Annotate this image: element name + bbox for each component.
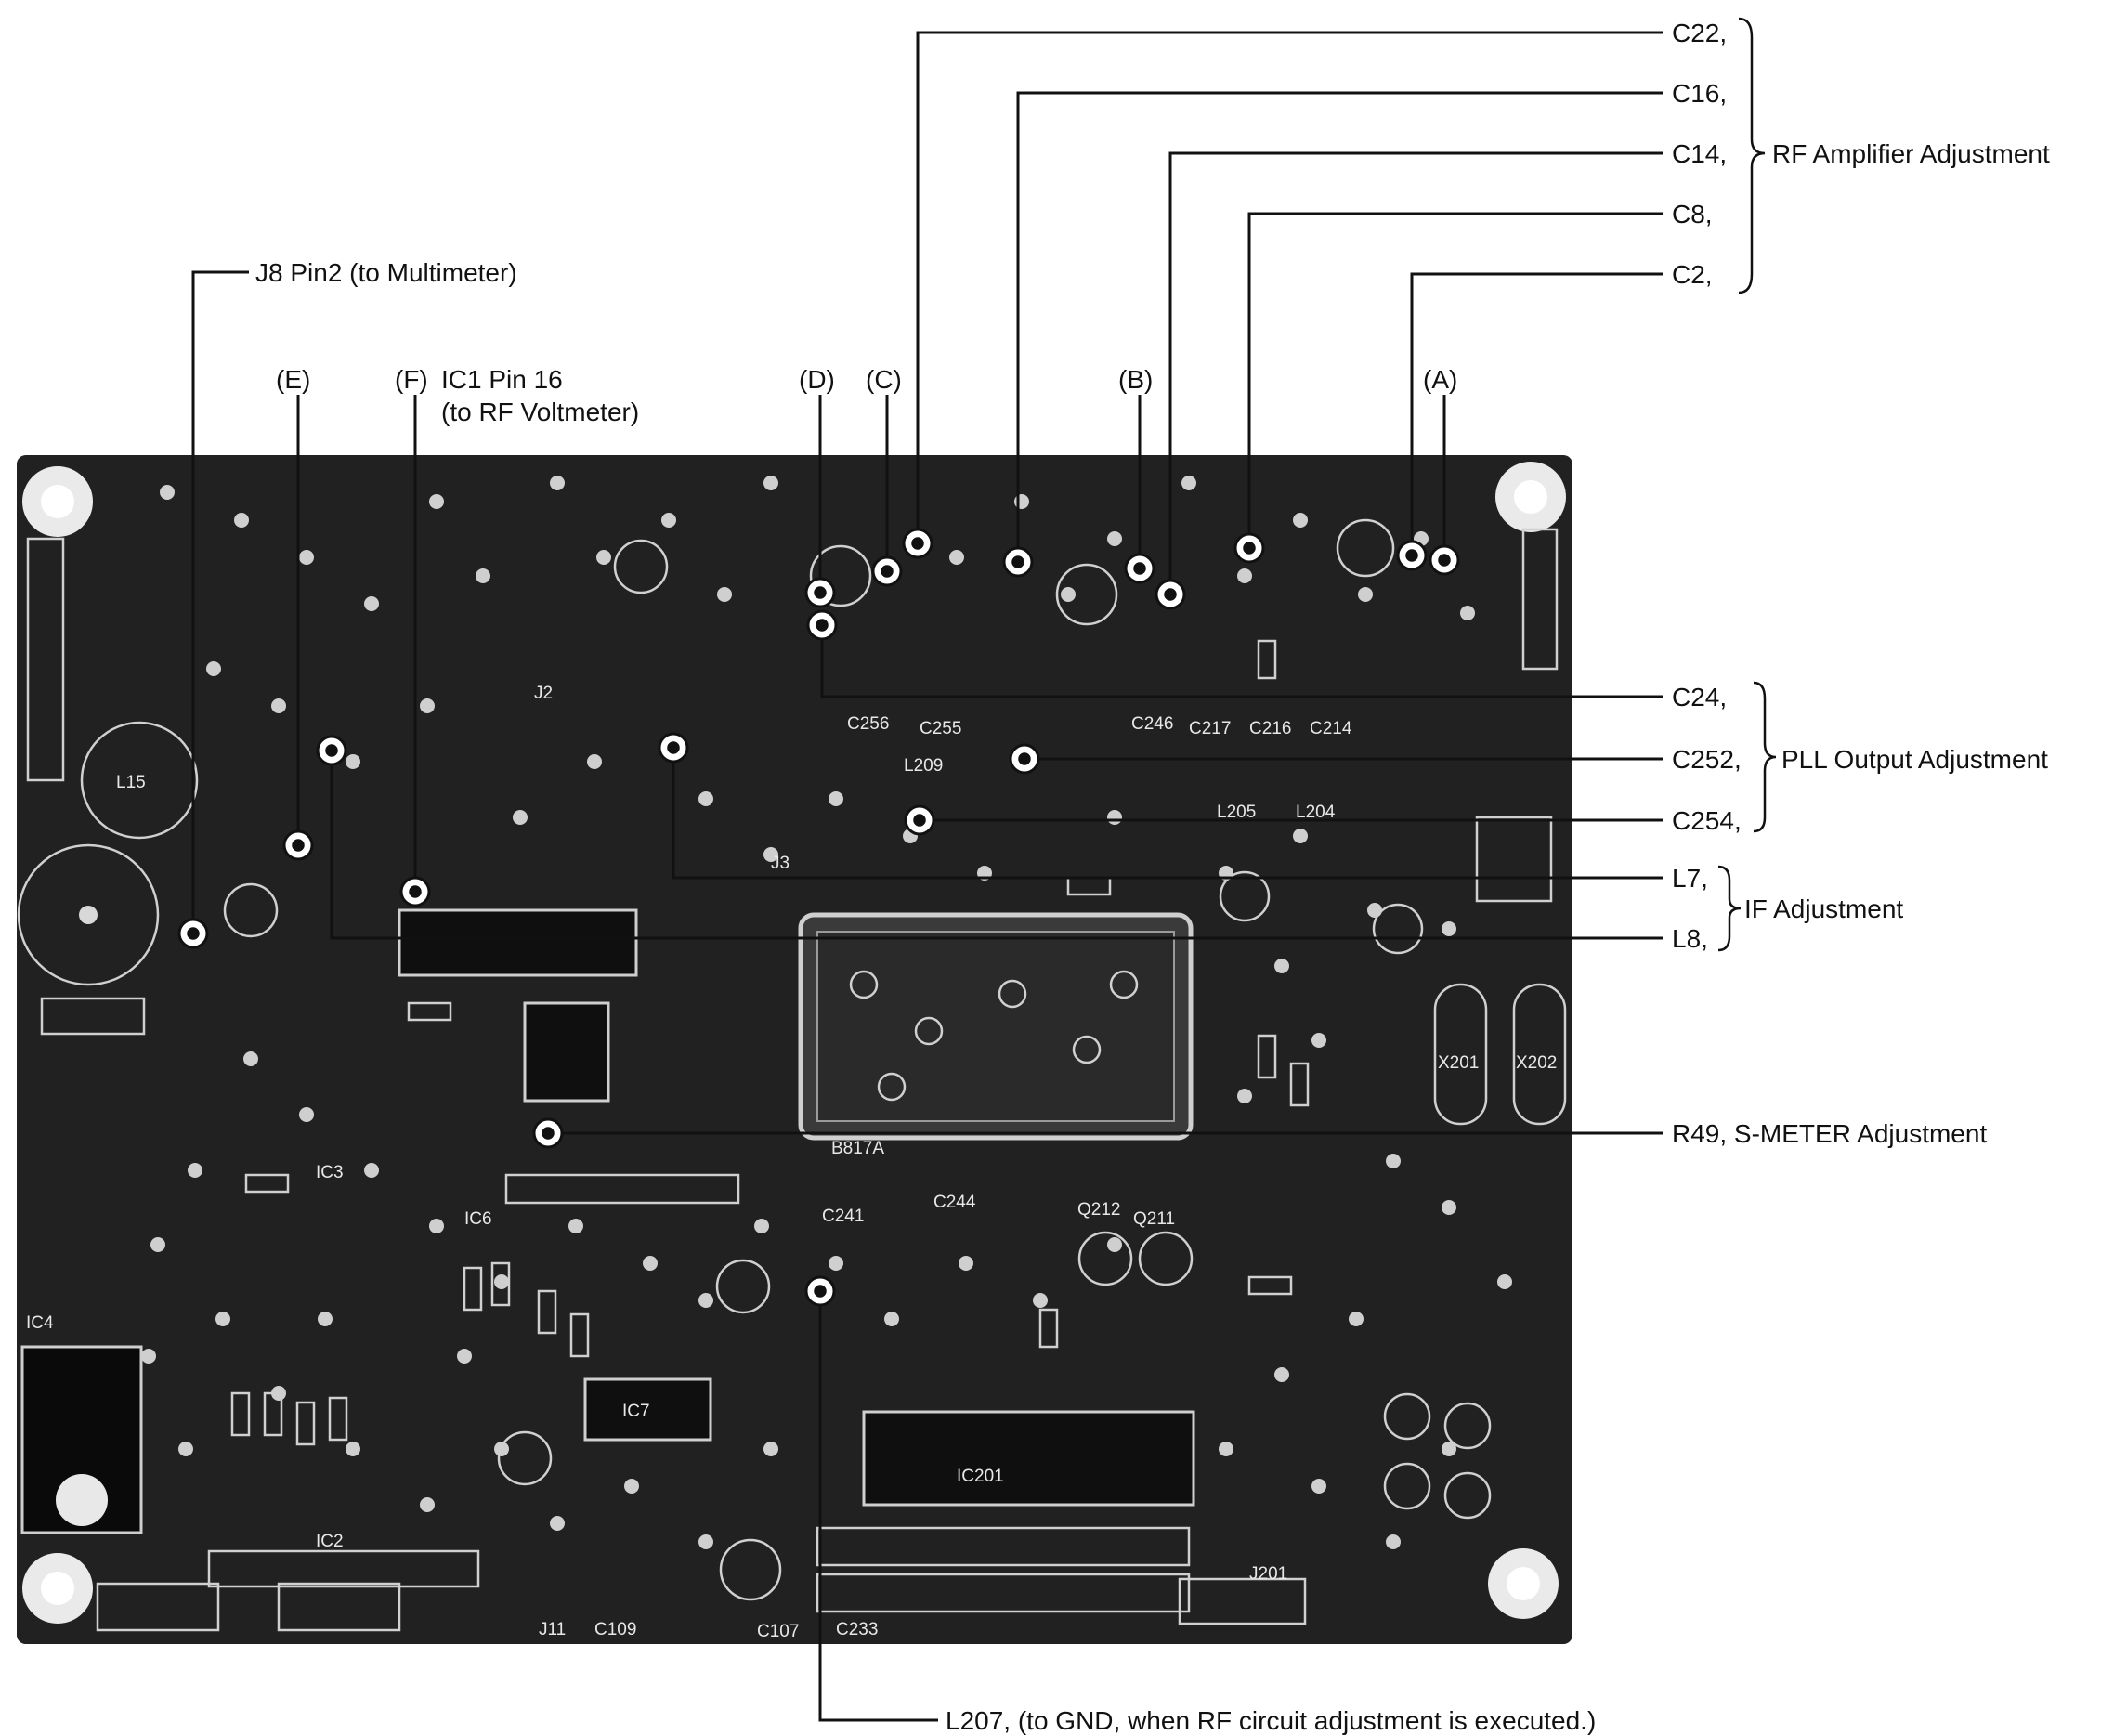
board-label-c233: C233 [836, 1620, 878, 1639]
board-label-l209: L209 [904, 756, 943, 776]
marker-b [1124, 553, 1155, 584]
board-label-j201: J201 [1249, 1564, 1287, 1584]
mounting-hole [22, 1553, 93, 1624]
marker-c24 [806, 609, 838, 641]
board-label-ic6: IC6 [464, 1209, 492, 1229]
board-label-ic3: IC3 [316, 1163, 344, 1182]
test-point-f-desc-line1: IC1 Pin 16 [441, 365, 563, 394]
callout-c2: C2, [1672, 260, 1713, 289]
board-label-c216: C216 [1249, 719, 1291, 738]
marker-l7 [658, 732, 689, 764]
marker-r49 [532, 1117, 564, 1149]
shield-module [798, 912, 1194, 1141]
marker-c2 [1396, 540, 1428, 571]
mounting-hole [22, 466, 93, 537]
ic201-chip [862, 1410, 1195, 1507]
callout-l7: L7, [1672, 864, 1708, 893]
marker-c14 [1155, 579, 1186, 610]
callout-c24: C24, [1672, 683, 1727, 711]
marker-c22 [902, 528, 933, 559]
callout-l207: L207, (to GND, when RF circuit adjustmen… [946, 1706, 1596, 1735]
silkscreen-labels: L15 IC7 IC201 IC6 IC3 IC2 IC4 J3 J2 J11 … [26, 684, 1557, 1641]
board-label-c256: C256 [847, 714, 889, 734]
board-label-c244: C244 [933, 1193, 976, 1212]
board-label-ic7: IC7 [622, 1402, 650, 1421]
group-rf-amp-label: RF Amplifier Adjustment [1772, 139, 2050, 168]
callout-c254: C254, [1672, 806, 1742, 835]
component-field [141, 476, 1512, 1549]
group-braces [1717, 17, 1777, 952]
callout-c14: C14, [1672, 139, 1727, 168]
brace-rf-amp [1738, 17, 1766, 294]
marker-j8 [177, 918, 209, 949]
test-point-c-label: (C) [866, 365, 902, 394]
board-label-q212: Q212 [1077, 1200, 1120, 1220]
brace-pll-output [1753, 681, 1777, 833]
board-label-x201: X201 [1438, 1053, 1479, 1073]
test-point-d-label: (D) [799, 365, 835, 394]
mounting-hole [1495, 462, 1566, 532]
marker-a [1429, 544, 1460, 576]
board-label-j11: J11 [539, 1620, 566, 1639]
group-if-adj-label: IF Adjustment [1744, 894, 1903, 923]
board-label-c217: C217 [1189, 719, 1231, 738]
marker-d [804, 577, 836, 608]
board-label-l204: L204 [1296, 803, 1336, 822]
marker-l8 [316, 735, 347, 766]
board-label-c255: C255 [920, 719, 961, 738]
leader-lines [191, 31, 1663, 1722]
marker-l207 [804, 1275, 836, 1307]
mounting-hole [1488, 1548, 1559, 1619]
test-point-b-label: (B) [1118, 365, 1153, 394]
callout-c8: C8, [1672, 200, 1713, 228]
callout-c16: C16, [1672, 79, 1727, 108]
board-label-j2: J2 [534, 684, 553, 703]
board-label-c214: C214 [1310, 719, 1352, 738]
test-point-f-desc-line2: (to RF Voltmeter) [441, 398, 639, 426]
marker-c252 [1009, 743, 1040, 775]
board-label-c246: C246 [1131, 714, 1173, 734]
callout-c252: C252, [1672, 745, 1742, 774]
board-label-c107: C107 [757, 1622, 799, 1641]
marker-c16 [1002, 546, 1034, 578]
transistor-outlines [223, 518, 1492, 1601]
test-point-f-label: (F) [395, 365, 428, 394]
pcb-board: L15 IC7 IC201 IC6 IC3 IC2 IC4 J3 J2 J11 … [17, 455, 1572, 1644]
group-pll-output-label: PLL Output Adjustment [1781, 745, 2048, 774]
board-label-ic2: IC2 [316, 1532, 344, 1551]
marker-c [871, 555, 903, 587]
callout-l8: L8, [1672, 924, 1708, 953]
brace-if-adj [1717, 865, 1742, 952]
board-label-l15: L15 [116, 773, 146, 792]
test-point-a-label: (A) [1423, 365, 1457, 394]
callout-r49: R49, S-METER Adjustment [1672, 1119, 1987, 1148]
callout-labels: C22, C16, C14, C8, C2, RF Amplifier Adju… [255, 19, 2050, 1735]
marker-c8 [1233, 532, 1265, 564]
board-label-c241: C241 [822, 1207, 864, 1226]
marker-f [399, 876, 431, 907]
adjustment-markers [177, 528, 1460, 1307]
marker-e [282, 829, 314, 861]
callout-c22: C22, [1672, 19, 1727, 47]
board-label-ic4: IC4 [26, 1313, 54, 1333]
test-point-e-label: (E) [276, 365, 310, 394]
board-label-l205: L205 [1217, 803, 1256, 822]
callout-j8: J8 Pin2 (to Multimeter) [255, 258, 517, 287]
board-label-c109: C109 [594, 1620, 636, 1639]
resistor-outlines [230, 639, 1310, 1446]
board-label-x202: X202 [1516, 1053, 1557, 1073]
marker-c254 [904, 804, 935, 836]
board-label-q211: Q211 [1133, 1209, 1175, 1229]
board-label-j3: J3 [771, 854, 789, 873]
board-label-b817a: B817A [831, 1139, 884, 1158]
board-label-ic201: IC201 [957, 1467, 1004, 1486]
